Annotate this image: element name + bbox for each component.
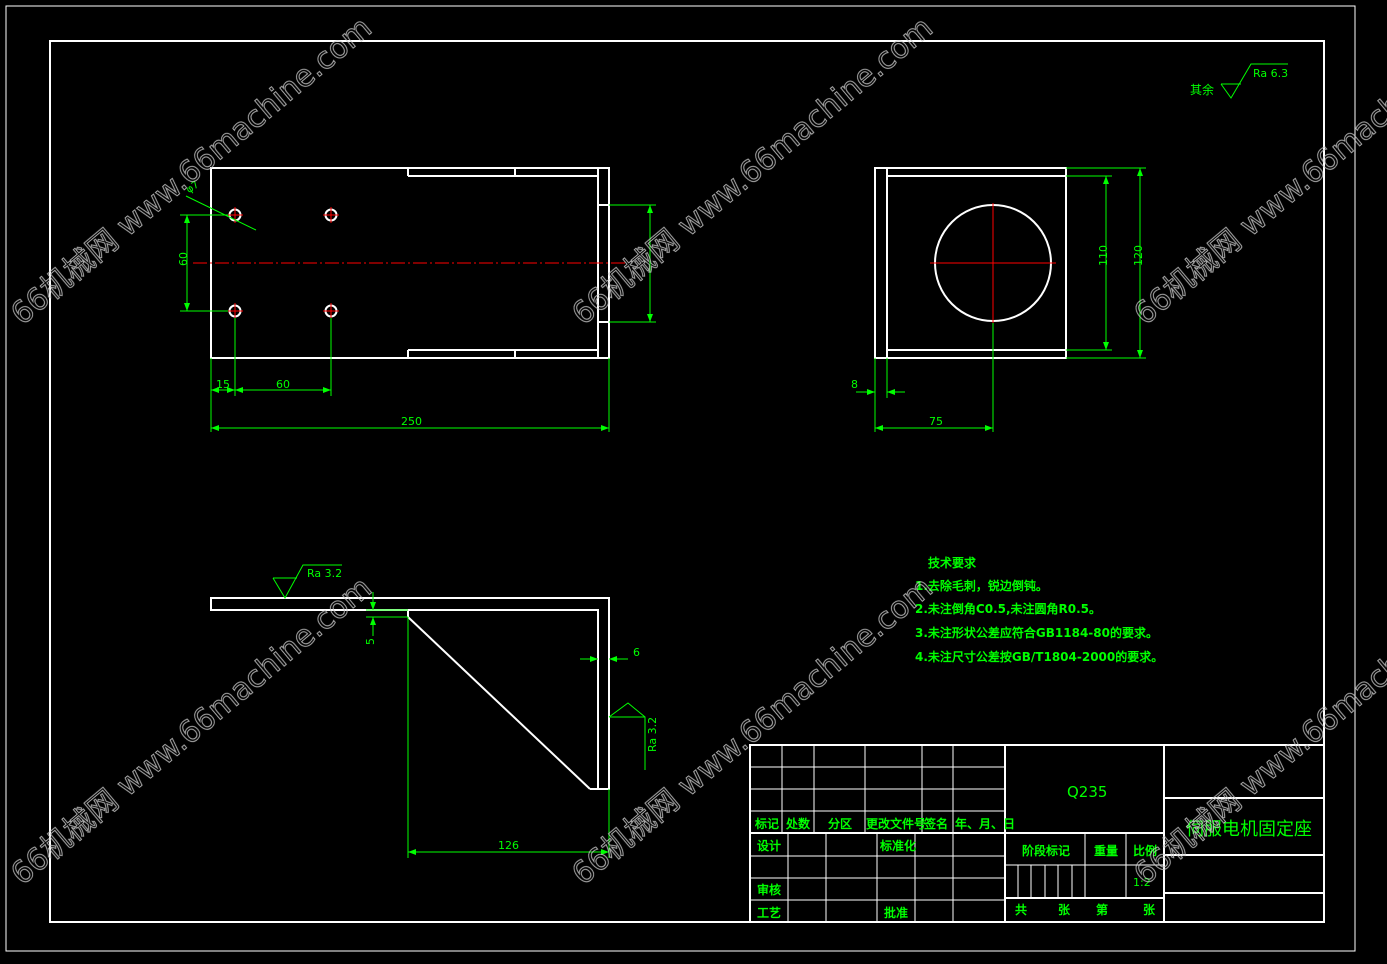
hole-spacing-vertical-label: 60	[177, 252, 190, 266]
sheet-edge	[5, 5, 1356, 952]
scale-value: 1:2	[1133, 876, 1151, 889]
rev-header: 分区	[828, 816, 852, 831]
sheet-label: 张	[1143, 902, 1156, 917]
watermark-text: 66机械网 www.66machine.com	[5, 570, 379, 892]
inner-height-label: 110	[1097, 245, 1110, 266]
side-offset-label: 75	[929, 415, 943, 428]
part-name: 伺服电机固定座	[1186, 819, 1312, 840]
watermark-text: 66机械网 www.66machine.com	[1128, 570, 1387, 892]
mounting-holes	[227, 207, 339, 319]
review-label: 审核	[757, 882, 781, 897]
roughness-other-label: 其余	[1190, 82, 1214, 97]
hole-spacing-horizontal-label: 60	[276, 378, 290, 391]
rev-header: 更改文件号	[866, 816, 926, 831]
rev-header: 年、月、日	[955, 816, 1015, 831]
tech-item: 4.未注尺寸公差按GB/T1804-2000的要求。	[915, 649, 1163, 664]
rev-header: 标记	[754, 816, 779, 831]
top-view: φ7 60 15 60 250	[177, 167, 656, 432]
tech-title: 技术要求	[928, 555, 977, 570]
standardize-label: 标准化	[879, 838, 916, 853]
watermark-text: 66机械网 www.66machine.com	[5, 10, 379, 332]
scale-label: 比例	[1133, 843, 1157, 858]
tech-item: 1.去除毛刺，锐边倒钝。	[915, 578, 1048, 593]
rib-length-label: 126	[498, 839, 519, 852]
title-block: Q235 伺服电机固定座 标记 处数 分区 更改文件号 签名 年、月、日 设计 …	[749, 744, 1325, 923]
outer-height-label: 120	[1132, 245, 1145, 266]
tech-requirements: 技术要求 1.去除毛刺，锐边倒钝。 2.未注倒角C0.5,未注圆角R0.5。 3…	[915, 555, 1163, 664]
stage-mark-label: 阶段标记	[1022, 843, 1070, 858]
rev-header: 处数	[785, 816, 811, 831]
roughness-other-value: Ra 6.3	[1253, 67, 1288, 80]
design-label: 设计	[757, 838, 781, 853]
process-label: 工艺	[757, 905, 781, 920]
material-label: Q235	[1067, 783, 1107, 801]
flange-step-label: 5	[364, 638, 377, 645]
roughness-other: 其余 Ra 6.3	[1190, 63, 1288, 99]
tech-item: 2.未注倒角C0.5,未注圆角R0.5。	[915, 601, 1101, 616]
web-roughness-label: Ra 3.2	[646, 717, 659, 752]
tech-item: 3.未注形状公差应符合GB1184-80的要求。	[915, 625, 1158, 640]
total-label: 共	[1015, 902, 1027, 917]
watermark-text: 66机械网 www.66machine.com	[1128, 10, 1387, 332]
side-view: 75 8 110 120	[851, 167, 1146, 432]
watermarks: 66机械网 www.66machine.com 66机械网 www.66mach…	[4, 10, 1387, 893]
hole-offset-label: 15	[216, 378, 230, 391]
plate-thickness-label: 8	[851, 378, 858, 391]
approve-label: 批准	[884, 905, 908, 920]
rev-header: 签名	[923, 816, 948, 831]
overall-length-label: 250	[401, 415, 422, 428]
roughness-symbol-icon	[1220, 63, 1288, 99]
flange-roughness-label: Ra 3.2	[307, 567, 342, 580]
sheets-label: 张	[1058, 902, 1071, 917]
weight-label: 重量	[1094, 843, 1118, 858]
front-view: Ra 3.2 Ra 3.2 5 6 126	[210, 564, 659, 858]
web-thickness-label: 6	[633, 646, 640, 659]
watermark-text: 66机械网 www.66machine.com	[566, 10, 940, 332]
drawing-frame	[49, 40, 1325, 923]
page-label: 第	[1096, 902, 1108, 917]
